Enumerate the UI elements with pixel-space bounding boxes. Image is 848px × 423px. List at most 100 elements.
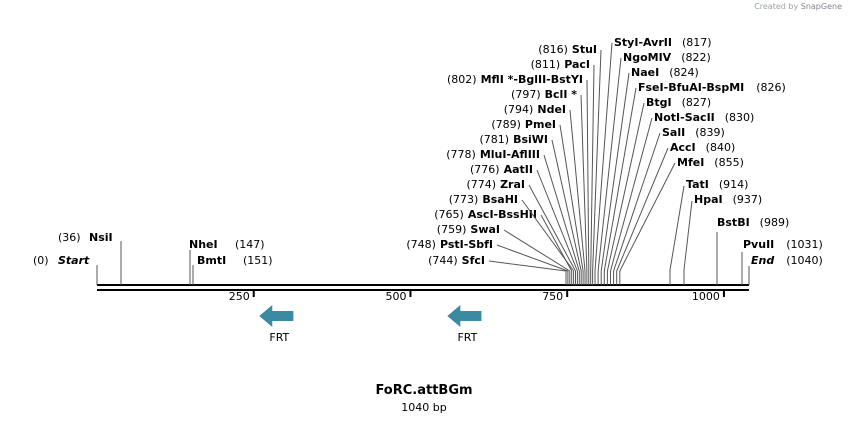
site-line — [683, 200, 693, 271]
site-name: StyI — [614, 36, 638, 49]
site-line — [543, 154, 580, 272]
site-position: (797) — [511, 88, 541, 101]
site-position: (773) — [449, 193, 479, 206]
site-name: MflI * — [481, 73, 514, 86]
site-position: (937) — [733, 193, 763, 206]
site-name: ZraI — [500, 178, 525, 191]
site-line — [496, 244, 569, 272]
site-name: - — [546, 73, 551, 86]
site-position: (839) — [695, 126, 725, 139]
site-name: TatI — [686, 178, 709, 191]
site-line — [586, 79, 590, 272]
site-name: NaeI — [631, 66, 659, 79]
site-line — [669, 185, 685, 271]
site-line — [503, 229, 571, 272]
feature-label: FRT — [269, 331, 289, 344]
site-position: (147) — [235, 238, 265, 251]
site-name: - — [680, 111, 685, 124]
site-position: (840) — [706, 141, 736, 154]
site-line — [597, 57, 622, 272]
site-name: BtgI — [646, 96, 672, 109]
site-position: (794) — [504, 103, 534, 116]
site-name: End — [751, 254, 774, 267]
site-position: (830) — [725, 111, 755, 124]
site-position: (744) — [428, 254, 458, 267]
site-name: SalI — [662, 126, 685, 139]
site-line — [616, 147, 669, 272]
site-name: PstI — [440, 238, 464, 251]
feature-arrow — [447, 305, 482, 327]
axis-tick-label: 500 — [385, 290, 406, 303]
site-position: (1040) — [786, 254, 823, 267]
site-line — [613, 132, 661, 272]
feature-label: FRT — [457, 331, 477, 344]
site-name: AccI — [670, 141, 696, 154]
site-name: SbfI — [468, 238, 493, 251]
site-line — [536, 169, 578, 272]
site-line — [594, 42, 613, 272]
site-name: - — [638, 36, 643, 49]
site-name: - — [494, 208, 499, 221]
site-position: (0) — [33, 254, 49, 267]
site-name: BclI * — [545, 88, 578, 101]
site-position: (827) — [682, 96, 712, 109]
site-position: (765) — [434, 208, 464, 221]
site-name: - — [464, 238, 469, 251]
site-name: BstYI — [551, 73, 583, 86]
axis-tick-label: 750 — [542, 290, 563, 303]
site-name: BsiWI — [513, 133, 548, 146]
site-name: NdeI — [537, 103, 566, 116]
site-line — [559, 124, 584, 272]
site-name: AvrII — [643, 36, 672, 49]
site-line — [569, 109, 586, 272]
site-name: SacII — [685, 111, 715, 124]
site-line — [551, 139, 582, 272]
site-name: BspMI — [706, 81, 744, 94]
feature-arrow — [259, 305, 294, 327]
site-name: BglII — [518, 73, 546, 86]
site-name: BmtI — [197, 254, 226, 267]
site-name: HpaI — [694, 193, 723, 206]
site-position: (826) — [756, 81, 786, 94]
site-name: - — [513, 73, 518, 86]
site-position: (1031) — [786, 238, 823, 251]
map-length: 1040 bp — [401, 401, 447, 414]
site-name: PmeI — [525, 118, 556, 131]
site-line — [580, 94, 588, 272]
site-line — [606, 102, 645, 272]
site-name: FseI — [638, 81, 664, 94]
site-name: NgoMIV — [623, 51, 672, 64]
brand-prefix: Created by — [754, 2, 799, 11]
site-position: (855) — [714, 156, 744, 169]
site-line — [600, 72, 630, 272]
site-name: AflIII — [511, 148, 540, 161]
site-position: (811) — [531, 58, 561, 71]
site-name: AatII — [504, 163, 533, 176]
site-name: - — [506, 148, 511, 161]
site-name: - — [702, 81, 707, 94]
site-name: NheI — [189, 238, 218, 251]
site-line — [619, 162, 676, 272]
site-position: (816) — [538, 43, 568, 56]
site-position: (781) — [479, 133, 509, 146]
site-position: (776) — [470, 163, 500, 176]
site-name: StuI — [572, 43, 597, 56]
site-name: BfuAI — [668, 81, 702, 94]
site-position: (824) — [669, 66, 699, 79]
site-line — [521, 199, 575, 272]
site-position: (774) — [466, 178, 496, 191]
site-line — [528, 184, 576, 272]
site-position: (817) — [682, 36, 712, 49]
axis-tick-label: 1000 — [692, 290, 720, 303]
site-line — [603, 87, 637, 272]
site-name: NotI — [654, 111, 680, 124]
site-name: - — [664, 81, 669, 94]
site-position: (36) — [58, 231, 81, 244]
site-line — [610, 117, 653, 272]
site-position: (989) — [760, 216, 790, 229]
site-name: MluI — [480, 148, 507, 161]
site-name: SfcI — [462, 254, 485, 267]
site-line — [488, 260, 567, 272]
site-position: (151) — [243, 254, 273, 267]
site-name: Start — [58, 254, 90, 267]
